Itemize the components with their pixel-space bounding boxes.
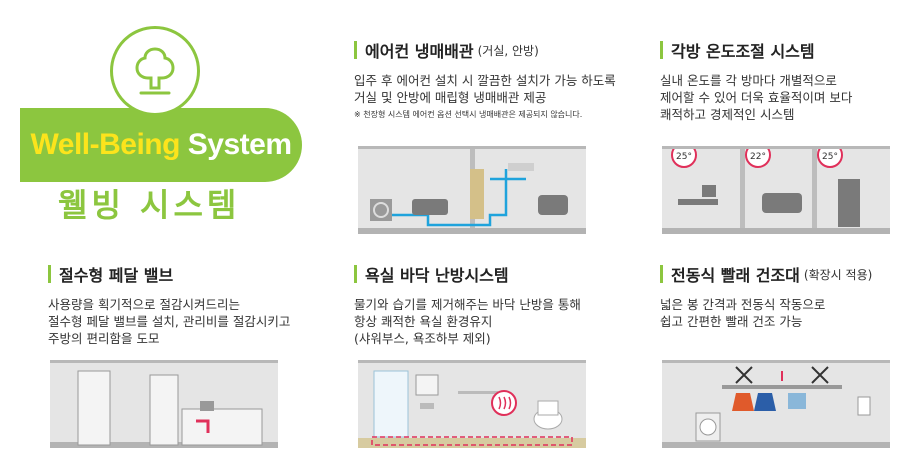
feature-description: 사용량을 획기적으로 절감시켜드리는 절수형 페달 밸브를 설치, 관리비를 절… bbox=[48, 296, 290, 347]
armchair-icon bbox=[538, 195, 568, 215]
desc-line: 쉽고 간편한 빨래 건조 가능 bbox=[660, 314, 803, 329]
feature-drying-rack: 전동식 빨래 건조대 (확장시 적용) 넓은 봉 간격과 전동식 작동으로 쉽고… bbox=[660, 262, 872, 330]
feature-title: 각방 온도조절 시스템 bbox=[660, 38, 852, 62]
feature-floor-heating: 욕실 바닥 난방시스템 물기와 습기를 제거해주는 바닥 난방을 통해 항상 쾌… bbox=[354, 262, 581, 347]
kitchen-drawing bbox=[77, 370, 263, 446]
brand-title: Well-Being System bbox=[30, 128, 292, 162]
thermostat-badge: 25° bbox=[817, 149, 843, 168]
shirt-icon bbox=[754, 393, 776, 411]
pedal-valve-illustration bbox=[50, 360, 278, 448]
fridge-icon bbox=[149, 374, 179, 446]
desc-line: 주방의 편리함을 도모 bbox=[48, 331, 160, 346]
feature-description: 물기와 습기를 제거해주는 바닥 난방을 통해 항상 쾌적한 욕실 환경유지 (… bbox=[354, 296, 581, 347]
desk-icon bbox=[678, 199, 718, 205]
brand-subtitle: 웰빙 시스템 bbox=[58, 186, 241, 224]
feature-title: 절수형 페달 밸브 bbox=[48, 262, 290, 286]
feature-pedal-valve: 절수형 페달 밸브 사용량을 획기적으로 절감시켜드리는 절수형 페달 밸브를 … bbox=[48, 262, 290, 347]
brand-banner: Well-Being System bbox=[20, 108, 302, 182]
towel-bar bbox=[458, 391, 498, 394]
pedal-valve-icon bbox=[196, 419, 210, 433]
desc-line: 쾌적하고 경제적인 시스템 bbox=[660, 107, 795, 122]
desc-line: 물기와 습기를 제거해주는 바닥 난방을 통해 bbox=[354, 297, 581, 312]
floor bbox=[662, 228, 890, 234]
tree-logo bbox=[110, 26, 200, 116]
feature-title: 욕실 바닥 난방시스템 bbox=[354, 262, 581, 286]
refrigerant-pipe bbox=[392, 169, 508, 227]
desc-line: 실내 온도를 각 방마다 개별적으로 bbox=[660, 73, 837, 88]
floor-heating-illustration bbox=[358, 360, 586, 448]
brand-title-highlight: Well-Being bbox=[30, 128, 180, 161]
floor bbox=[358, 438, 586, 448]
thermostat-illustration: 25° 22° 25° bbox=[662, 146, 890, 234]
sofa-icon bbox=[762, 193, 802, 213]
desc-line: 사용량을 획기적으로 절감시켜드리는 bbox=[48, 297, 240, 312]
laundry-drawing bbox=[695, 366, 871, 442]
partition-wall bbox=[740, 149, 745, 234]
kitchen-cabinet bbox=[181, 408, 263, 446]
feature-title-text: 욕실 바닥 난방시스템 bbox=[365, 266, 509, 285]
feature-title-note: (확장시 적용) bbox=[803, 267, 873, 282]
feature-title-note: (거실, 안방) bbox=[477, 43, 539, 58]
feature-title-text: 절수형 페달 밸브 bbox=[59, 266, 174, 285]
standing-aircon bbox=[470, 169, 484, 219]
feature-title-text: 에어컨 냉매배관 bbox=[365, 42, 474, 61]
feature-footnote: ※ 천장형 시스템 에어컨 옵션 선택시 냉매배관은 제공되지 않습니다. bbox=[354, 110, 583, 119]
door-icon bbox=[77, 370, 111, 446]
desc-line: 절수형 페달 밸브를 설치, 관리비를 절감시키고 bbox=[48, 314, 291, 329]
tree-icon bbox=[135, 47, 175, 95]
thermostat-drawing: 25° 22° 25° bbox=[671, 149, 860, 227]
svg-text:22°: 22° bbox=[750, 152, 766, 162]
brand-title-rest: System bbox=[179, 128, 292, 161]
sink-icon bbox=[420, 403, 434, 409]
thermostat-badge: 22° bbox=[745, 149, 771, 168]
floor bbox=[662, 442, 890, 448]
control-panel-icon bbox=[857, 396, 871, 416]
svg-text:25°: 25° bbox=[676, 152, 692, 162]
desc-line: 거실 및 안방에 매립형 냉매배관 제공 bbox=[354, 90, 547, 105]
heating-zone bbox=[371, 436, 573, 446]
thermostat-badge: 25° bbox=[671, 149, 697, 168]
mirror-icon bbox=[415, 374, 439, 396]
shirt-icon bbox=[732, 393, 754, 411]
wall-aircon bbox=[508, 163, 534, 171]
feature-title: 에어컨 냉매배관 (거실, 안방) bbox=[354, 38, 616, 62]
aircon-drawing bbox=[370, 163, 568, 227]
desc-line: 제어할 수 있어 더욱 효율적이며 보다 bbox=[660, 90, 853, 105]
desc-line: 항상 쾌적한 욕실 환경유지 bbox=[354, 314, 493, 329]
shower-booth bbox=[373, 370, 409, 438]
feature-description: 입주 후 에어컨 설치 시 깔끔한 설치가 가능 하도록 거실 및 안방에 매립… bbox=[354, 72, 616, 106]
feature-title: 전동식 빨래 건조대 (확장시 적용) bbox=[660, 262, 872, 286]
bathroom-drawing bbox=[371, 370, 573, 446]
feature-description: 넓은 봉 간격과 전동식 작동으로 쉽고 간편한 빨래 건조 가능 bbox=[660, 296, 872, 330]
heat-icon bbox=[491, 390, 517, 416]
svg-text:25°: 25° bbox=[822, 152, 838, 162]
drying-rack-illustration bbox=[662, 360, 890, 448]
feature-thermostat: 각방 온도조절 시스템 실내 온도를 각 방마다 개별적으로 제어할 수 있어 … bbox=[660, 38, 852, 123]
feature-title-text: 전동식 빨래 건조대 bbox=[671, 266, 800, 285]
partition-wall bbox=[812, 149, 817, 234]
drying-rod bbox=[722, 385, 842, 389]
feature-aircon: 에어컨 냉매배관 (거실, 안방) 입주 후 에어컨 설치 시 깔끔한 설치가 … bbox=[354, 38, 616, 120]
aircon-illustration bbox=[358, 146, 586, 234]
feature-description: 실내 온도를 각 방마다 개별적으로 제어할 수 있어 더욱 효율적이며 보다 … bbox=[660, 72, 852, 123]
desc-line: 넓은 봉 간격과 전동식 작동으로 bbox=[660, 297, 826, 312]
rack-lift-icon bbox=[735, 366, 829, 384]
desc-line: (샤워부스, 욕조하부 제외) bbox=[354, 331, 491, 346]
floor bbox=[358, 228, 586, 234]
desc-line: 입주 후 에어컨 설치 시 깔끔한 설치가 가능 하도록 bbox=[354, 73, 616, 88]
sofa-icon bbox=[412, 199, 448, 215]
wardrobe-icon bbox=[838, 179, 860, 227]
feature-title-text: 각방 온도조절 시스템 bbox=[671, 42, 815, 61]
shirt-icon bbox=[788, 393, 806, 409]
